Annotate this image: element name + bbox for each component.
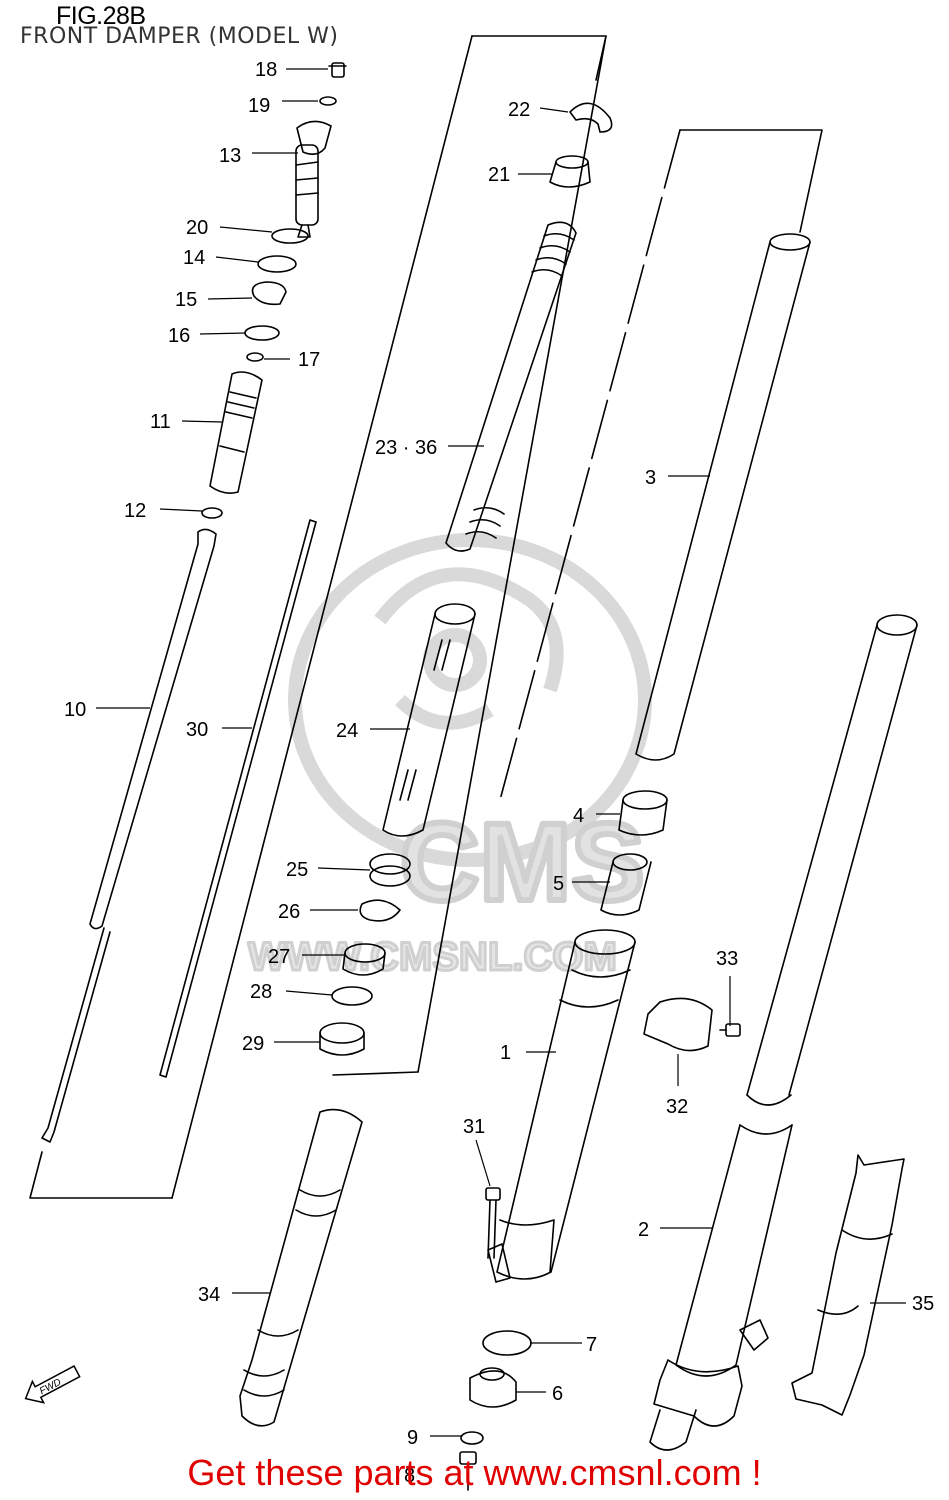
callout-34: 34 xyxy=(198,1284,220,1306)
callout-6: 6 xyxy=(552,1383,563,1405)
callout-labels: 18 19 13 20 14 15 16 17 11 12 10 30 22 2… xyxy=(64,59,934,1487)
callout-3: 3 xyxy=(645,467,656,489)
part-33-bolt xyxy=(719,1023,741,1037)
callout-8: 8 xyxy=(404,1465,415,1487)
footer-link-text[interactable]: Get these parts at www.cmsnl.com ! xyxy=(187,1452,762,1493)
callout-4: 4 xyxy=(573,805,584,827)
part-9-gasket xyxy=(460,1431,484,1445)
leader-lines xyxy=(96,68,906,1437)
callout-12: 12 xyxy=(124,500,146,522)
callout-26: 26 xyxy=(278,901,300,923)
part-29-bushing xyxy=(319,1022,365,1056)
callout-32: 32 xyxy=(666,1096,688,1118)
watermark-logo: CMS xyxy=(400,801,644,924)
part-34-fork-guard xyxy=(239,1108,363,1427)
part-5-bushing xyxy=(600,853,652,916)
part-31-bolt xyxy=(485,1187,501,1259)
part-16-ring xyxy=(244,325,280,341)
part-11-cap xyxy=(209,371,263,494)
part-6-nut xyxy=(469,1367,517,1408)
callout-10: 10 xyxy=(64,699,86,721)
figure-subtitle: FRONT DAMPER (MODEL W) xyxy=(20,24,339,49)
part-14-ring xyxy=(257,255,297,273)
part-22-clip xyxy=(569,102,613,133)
assembly-boundary-lines xyxy=(29,35,823,1199)
fwd-label: FWD xyxy=(38,1377,63,1397)
callout-11: 11 xyxy=(150,411,171,433)
callout-33: 33 xyxy=(716,948,738,970)
part-30-rod xyxy=(159,519,317,1078)
part-1-inner-tube xyxy=(487,929,636,1283)
part-19-washer xyxy=(319,96,337,106)
callout-9: 9 xyxy=(407,1427,418,1449)
cmsnl-watermark: CMS WWW.CMSNL.COM xyxy=(247,533,652,981)
callout-21: 21 xyxy=(488,164,510,186)
part-15-clip xyxy=(251,281,287,306)
part-7-washer xyxy=(482,1330,532,1356)
part-4-bushing xyxy=(618,790,668,836)
part-17-small-ring xyxy=(246,352,264,362)
callout-15: 15 xyxy=(175,289,197,311)
callout-7: 7 xyxy=(586,1334,597,1356)
callout-30: 30 xyxy=(186,719,208,741)
part-35-fork-guard xyxy=(791,1154,905,1416)
part-20-o-ring xyxy=(271,228,309,244)
callout-2: 2 xyxy=(638,1219,649,1241)
part-21-cap xyxy=(549,155,591,188)
callout-28: 28 xyxy=(250,981,272,1003)
part-2-fork-leg xyxy=(649,614,918,1451)
part-28-washer xyxy=(331,986,373,1006)
callout-27: 27 xyxy=(268,946,290,968)
part-32-axle-holder xyxy=(643,997,713,1052)
callout-19: 19 xyxy=(248,95,270,117)
callout-1: 1 xyxy=(500,1042,511,1064)
part-13-adjuster xyxy=(295,120,332,238)
figure-number: FIG.28B xyxy=(56,2,146,30)
part-8-drain-bolt xyxy=(459,1451,477,1491)
callout-31: 31 xyxy=(463,1116,485,1138)
callout-18: 18 xyxy=(255,59,277,81)
callout-17: 17 xyxy=(298,349,320,371)
part-10-damper-rod xyxy=(41,528,217,1143)
callout-25: 25 xyxy=(286,859,308,881)
callout-22: 22 xyxy=(508,99,530,121)
part-27-seal xyxy=(342,943,386,976)
part-3-outer-tube xyxy=(635,233,811,761)
part-26-stopper-ring xyxy=(359,899,401,922)
callout-20: 20 xyxy=(186,217,208,239)
callout-35: 35 xyxy=(912,1293,934,1315)
part-24-tube xyxy=(382,603,476,837)
part-18-bolt xyxy=(328,62,347,78)
callout-13: 13 xyxy=(219,145,241,167)
callout-29: 29 xyxy=(242,1033,264,1055)
part-25-seal xyxy=(369,853,411,887)
callout-23-36: 23 · 36 xyxy=(375,437,437,459)
callout-14: 14 xyxy=(183,247,205,269)
part-23-36-cartridge xyxy=(445,221,577,552)
callout-5: 5 xyxy=(553,873,564,895)
watermark-url: WWW.CMSNL.COM xyxy=(248,935,617,979)
part-12-o-ring xyxy=(201,507,223,519)
fwd-arrow-icon: FWD xyxy=(24,1365,81,1404)
callout-24: 24 xyxy=(336,720,358,742)
callout-16: 16 xyxy=(168,325,190,347)
